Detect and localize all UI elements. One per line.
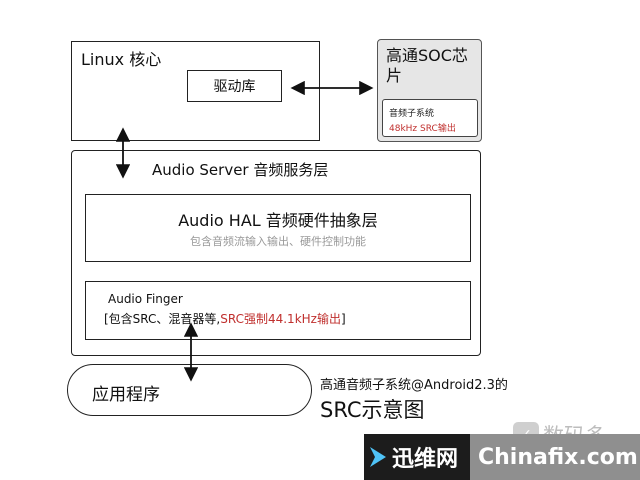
watermark-xunwei: 迅维网 [364, 434, 470, 480]
watermark-chinafix-text-box: Chinafix.com [470, 434, 640, 480]
audio-hal-box [85, 194, 471, 262]
soc-src-output-label: 48kHz SRC输出 [389, 124, 456, 134]
audio-hal-subtitle: 包含音频流输入输出、硬件控制功能 [190, 235, 366, 248]
watermark-chinafix: 迅维网 Chinafix.com [364, 434, 640, 480]
audio-finger-desc-suffix: ] [340, 312, 346, 326]
audio-subsystem-label: 音频子系统 [389, 109, 435, 119]
qualcomm-soc-title: 高通SOC芯片 [386, 46, 468, 85]
caption-line-1: 高通音频子系统@Android2.3的 [320, 378, 508, 393]
linux-kernel-title: Linux 核心 [81, 50, 162, 69]
audio-subsystem-box: 音频子系统 48kHz SRC输出 [382, 99, 478, 137]
driver-library-label: 驱动库 [213, 79, 256, 95]
caption-line-2: SRC示意图 [320, 398, 425, 422]
audio-finger-src-highlight: SRC强制44.1kHz输出 [220, 312, 341, 326]
audio-hal-title: Audio HAL 音频硬件抽象层 [178, 211, 378, 230]
audio-finger-box [85, 281, 471, 340]
watermark-chinafix-text: Chinafix.com [478, 444, 638, 470]
audio-finger-title: Audio Finger [108, 292, 183, 306]
arrow-logo-icon [370, 447, 386, 467]
driver-library-box: 驱动库 [187, 70, 282, 102]
audio-server-title: Audio Server 音频服务层 [152, 161, 329, 179]
watermark-xunwei-text: 迅维网 [392, 447, 459, 472]
application-title: 应用程序 [92, 385, 160, 405]
